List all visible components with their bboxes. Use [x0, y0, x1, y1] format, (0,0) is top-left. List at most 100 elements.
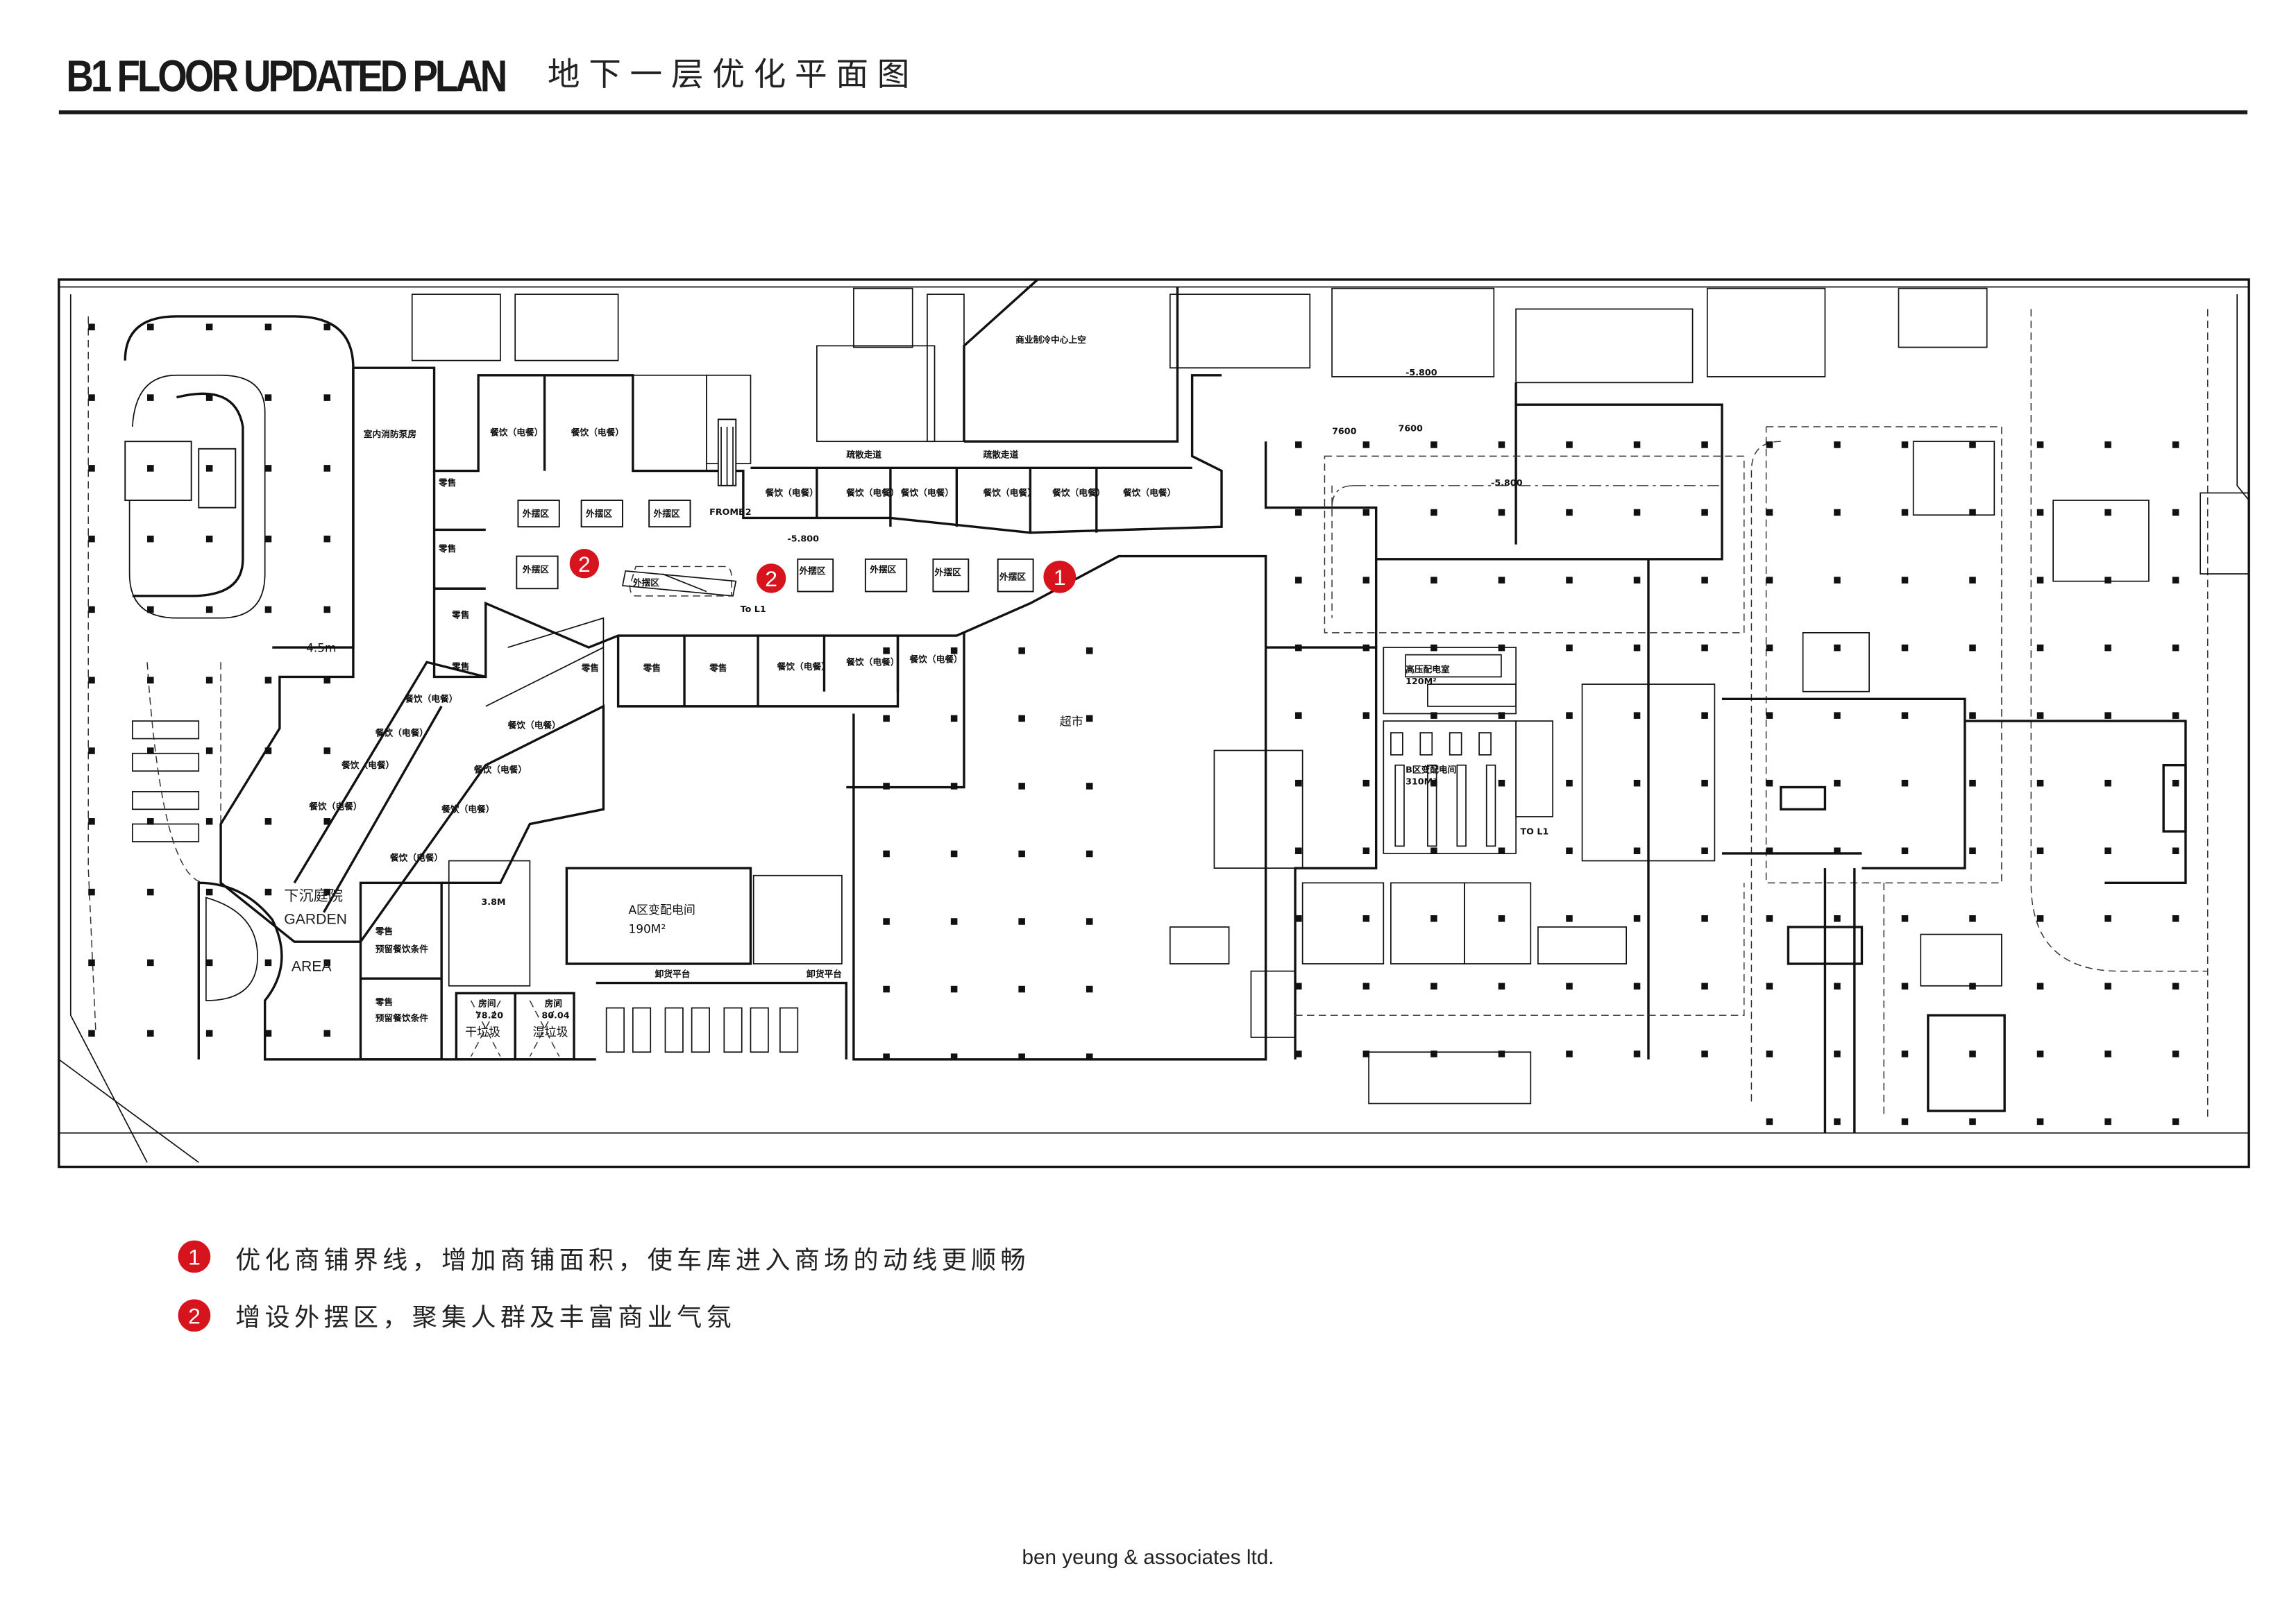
svg-text:零售: 零售 [451, 661, 469, 672]
column [205, 888, 213, 896]
svg-text:GARDEN: GARDEN [284, 912, 347, 928]
svg-text:增设外摆区，聚集人群及丰富商业气氛: 增设外摆区，聚集人群及丰富商业气氛 [235, 1304, 736, 1332]
column [264, 606, 272, 613]
column [323, 818, 331, 825]
svg-text:TO L1: TO L1 [1520, 826, 1548, 836]
column [1362, 779, 1370, 787]
svg-text:1: 1 [188, 1245, 201, 1270]
column [2036, 441, 2044, 448]
column [1834, 779, 1841, 787]
column [1901, 441, 1909, 448]
column [1766, 1118, 1773, 1125]
legend: 1 优化商铺界线，增加商铺面积，使车库进入商场的动线更顺畅 2 增设外摆区，聚集… [178, 1240, 1026, 1332]
column [147, 818, 154, 825]
column [1766, 577, 1773, 584]
svg-text:1: 1 [1054, 565, 1066, 590]
mall-west-wall [219, 368, 361, 943]
svg-text:A区变配电间: A区变配电间 [628, 903, 695, 917]
column [1018, 985, 1025, 993]
svg-text:2: 2 [188, 1303, 201, 1328]
column [1766, 441, 1773, 448]
column [1362, 847, 1370, 854]
column [147, 394, 154, 401]
column [1086, 1053, 1093, 1060]
marker-2a: 2 [569, 548, 600, 579]
svg-text:高压配电室: 高压配电室 [1406, 664, 1450, 674]
column [1295, 577, 1302, 584]
column [2172, 644, 2179, 652]
column [205, 677, 213, 684]
svg-text:7600: 7600 [1332, 426, 1357, 436]
header-rule [58, 110, 2248, 114]
column [147, 747, 154, 754]
column [1498, 441, 1505, 448]
column [950, 850, 958, 858]
column [1834, 441, 1841, 448]
column [883, 850, 890, 858]
column [88, 465, 95, 472]
column [1566, 779, 1573, 787]
title-en: B1 FLOOR UPDATED PLAN [66, 51, 505, 101]
svg-text:310M²: 310M² [1406, 776, 1437, 786]
column [2036, 1118, 2044, 1125]
column [1969, 779, 1976, 787]
column [1969, 509, 1976, 516]
column [1430, 712, 1437, 719]
column [1901, 779, 1909, 787]
column [1295, 915, 1302, 922]
outdoor-display-6: 外摆区 [797, 558, 834, 593]
svg-text:-5.800: -5.800 [1491, 477, 1523, 488]
column [1566, 441, 1573, 448]
column [1430, 441, 1437, 448]
outdoor-display-2: 外摆区 [580, 500, 623, 528]
column [1633, 712, 1641, 719]
svg-text:疏散走道: 疏散走道 [984, 450, 1019, 460]
column [883, 985, 890, 993]
column [264, 818, 272, 825]
outdoor-display-7: 外摆区 [864, 558, 908, 593]
column [323, 1030, 331, 1037]
column [1633, 509, 1641, 516]
column [264, 747, 272, 754]
column [1086, 850, 1093, 858]
column [2172, 847, 2179, 854]
column [1901, 915, 1909, 922]
column [1633, 983, 1641, 990]
outdoor-display-areas: 外摆区 外摆区 外摆区 外摆区 外摆区 外摆区 外摆区 外摆区 外摆区 [516, 500, 1034, 597]
svg-text:餐饮（电餐）: 餐饮（电餐） [845, 657, 899, 668]
column [2036, 1051, 2044, 1057]
column [323, 747, 331, 754]
column [2172, 983, 2179, 990]
svg-text:零售: 零售 [438, 543, 456, 554]
column [1969, 577, 1976, 584]
title-cn: 地下一层优化平面图 [548, 56, 918, 94]
column [147, 677, 154, 684]
column [2036, 915, 2044, 922]
ramp-outline [124, 315, 355, 649]
header: B1 FLOOR UPDATED PLAN 地下一层优化平面图 [58, 51, 2248, 114]
structural-columns [88, 323, 2179, 1125]
column [1018, 783, 1025, 790]
column [1766, 509, 1773, 516]
svg-text:餐饮（电餐）: 餐饮（电餐） [900, 488, 954, 498]
outdoor-display-4: 外摆区 [516, 555, 559, 590]
column [323, 677, 331, 684]
column [147, 465, 154, 472]
column [950, 918, 958, 925]
column [2104, 1051, 2111, 1057]
svg-text:餐饮（电餐）: 餐饮（电餐） [765, 488, 818, 498]
column [2172, 712, 2179, 719]
column [323, 465, 331, 472]
svg-text:7600: 7600 [1398, 423, 1423, 433]
column [264, 535, 272, 543]
svg-text:房间: 房间 [545, 998, 562, 1008]
column [1834, 644, 1841, 652]
column [2036, 509, 2044, 516]
column [88, 888, 95, 896]
svg-text:干垃圾: 干垃圾 [465, 1025, 500, 1039]
column [205, 959, 213, 967]
outdoor-display-8: 外摆区 [932, 558, 970, 593]
floor-plan: 外摆区 外摆区 外摆区 外摆区 外摆区 外摆区 外摆区 外摆区 外摆区 餐饮（电… [58, 278, 2250, 1169]
svg-text:AREA: AREA [292, 959, 332, 975]
column [205, 1030, 213, 1037]
